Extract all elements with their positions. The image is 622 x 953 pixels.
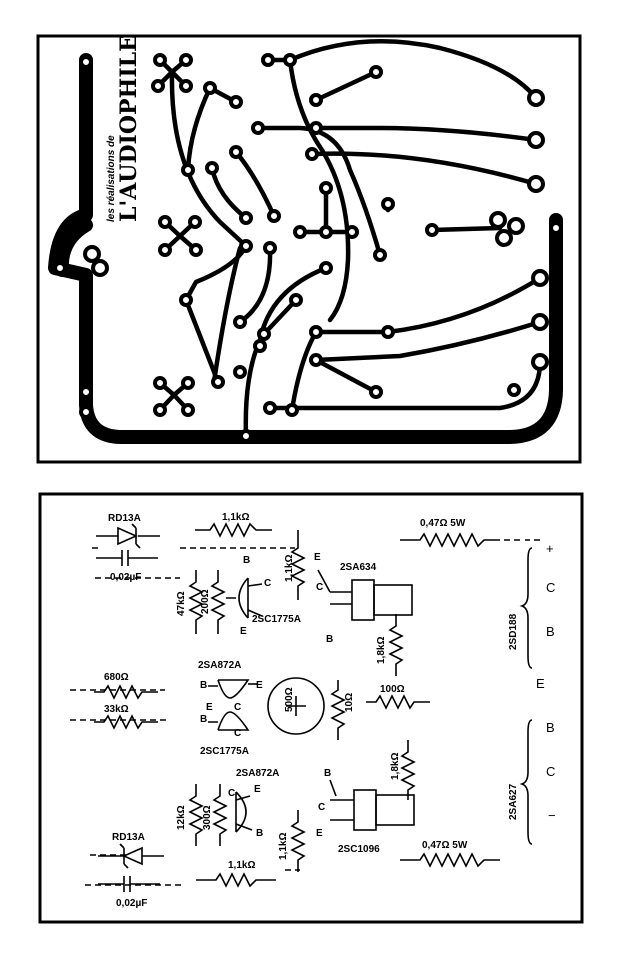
transistor-2sa634 (317, 569, 413, 621)
label-res-12k: 12kΩ (176, 805, 187, 830)
brace-2sd188 (519, 547, 533, 669)
label-out-b-top: B (546, 624, 555, 639)
transistor-2sc1775a-mid (208, 711, 250, 731)
resistor-300 (212, 784, 228, 846)
pcb-pads (53, 53, 563, 443)
label-2sa872-mid: 2SA872A (198, 660, 241, 671)
label-2sa627: 2SA627 (508, 783, 519, 820)
pcb-logo-script: les réalisations de (106, 135, 117, 222)
resistor-47k (188, 570, 204, 634)
resistor-12k (188, 784, 204, 846)
zener-diode-bot (98, 843, 164, 869)
pin-b-2sa634: B (326, 634, 333, 645)
label-q-top-small: 2SC1775A (252, 614, 301, 625)
resistor-33k (94, 714, 158, 730)
pin-c-2sc1096: C (318, 802, 325, 813)
label-pot-500: 500Ω (284, 687, 295, 712)
pcb-logo: les réalisations de L'AUDIOPHILE (106, 35, 142, 222)
pin-b-bot: B (256, 828, 263, 839)
label-cap-top: 0,02µF (110, 572, 141, 583)
pin-e-mid-2: E (206, 702, 213, 713)
pin-c-mid-2: C (234, 728, 241, 739)
resistor-11k-bot (196, 872, 276, 888)
label-2sc1775-mid: 2SC1775A (200, 746, 249, 757)
label-out-c-top: C (546, 580, 555, 595)
label-res-300: 300Ω (202, 805, 213, 830)
resistor-680 (94, 684, 158, 700)
pin-b-mid-2: B (200, 714, 207, 725)
resistor-047-bot (400, 852, 500, 868)
transistor-2sa872-bot (235, 791, 253, 833)
label-cap-bot: 0,02µF (116, 898, 147, 909)
resistor-10 (330, 680, 346, 740)
schematic: RD13A 0,02µF 1,1kΩ 1,1kΩ 47kΩ 200Ω B C E… (38, 492, 584, 924)
resistor-18k-bot (400, 740, 416, 800)
label-res-33k: 33kΩ (104, 704, 129, 715)
resistor-100 (366, 694, 430, 710)
label-zener-top: RD13A (108, 513, 141, 524)
pin-c-top: C (264, 578, 271, 589)
label-res-10: 10Ω (344, 693, 355, 712)
capacitor-top (96, 550, 158, 566)
resistor-11k-bot-vert (290, 810, 306, 872)
pin-b-mid-1: B (200, 680, 207, 691)
pin-e-mid-1: E (256, 680, 263, 691)
label-zener-bot: RD13A (112, 832, 145, 843)
pin-b-top: B (243, 555, 250, 566)
label-res-11k-bot-vert: 1,1kΩ (278, 833, 289, 860)
pcb-border (36, 34, 582, 464)
transistor-2sc1775a-top (226, 577, 263, 619)
pin-e-2sc1096: E (316, 828, 323, 839)
label-out-c-bot: C (546, 764, 555, 779)
pcb-ground-rail (48, 53, 563, 444)
label-out-e: E (536, 676, 545, 691)
pin-e-2sa634: E (314, 552, 321, 563)
label-res-100: 100Ω (380, 684, 405, 695)
pin-c-2sa634: C (316, 582, 323, 593)
label-res-top-vertical: 1,1kΩ (284, 555, 295, 582)
label-2sa872-bot: 2SA872A (236, 768, 279, 779)
pcb-layout: les réalisations de L'AUDIOPHILE (36, 34, 582, 464)
capacitor-bot (98, 876, 160, 892)
resistor-18k-top (388, 614, 404, 676)
resistor-200-top (210, 570, 226, 634)
pcb-logo-brand: L'AUDIOPHILE (116, 35, 142, 222)
label-res-top-series: 1,1kΩ (222, 512, 249, 523)
resistor-top-series (195, 522, 272, 538)
pin-e-top: E (240, 626, 247, 637)
label-2sa634: 2SA634 (340, 562, 377, 573)
pin-c-mid-1: C (234, 702, 241, 713)
pin-b-2sc1096: B (324, 768, 331, 779)
label-res-47k: 47kΩ (176, 591, 187, 616)
label-out-b-bot: B (546, 720, 555, 735)
resistor-047-top (400, 532, 500, 548)
schematic-border (38, 492, 584, 924)
transistor-2sc1096 (329, 779, 415, 831)
label-2sc1096: 2SC1096 (338, 844, 380, 855)
label-res-047-top: 0,47Ω 5W (420, 518, 466, 529)
guide-line (92, 547, 295, 579)
guide-line (70, 689, 170, 721)
transistor-2sa872-mid (208, 679, 258, 699)
label-out-plus: + (546, 541, 554, 556)
label-2sd188: 2SD188 (508, 613, 519, 650)
pin-c-bot: C (228, 788, 235, 799)
label-res-047-bot: 0,47Ω 5W (422, 840, 468, 851)
zener-diode-top (96, 523, 160, 549)
label-out-minus: − (548, 808, 556, 823)
brace-2sa627 (519, 719, 533, 845)
label-res-11k-bot: 1,1kΩ (228, 860, 255, 871)
resistor-top-vertical (290, 530, 306, 600)
label-res-200-top: 200Ω (200, 589, 211, 614)
label-res-18k-top: 1,8kΩ (376, 637, 387, 664)
pin-e-bot: E (254, 784, 261, 795)
label-res-18k-bot: 1,8kΩ (390, 753, 401, 780)
label-res-680: 680Ω (104, 672, 129, 683)
potentiometer-500: 500Ω (267, 677, 325, 735)
